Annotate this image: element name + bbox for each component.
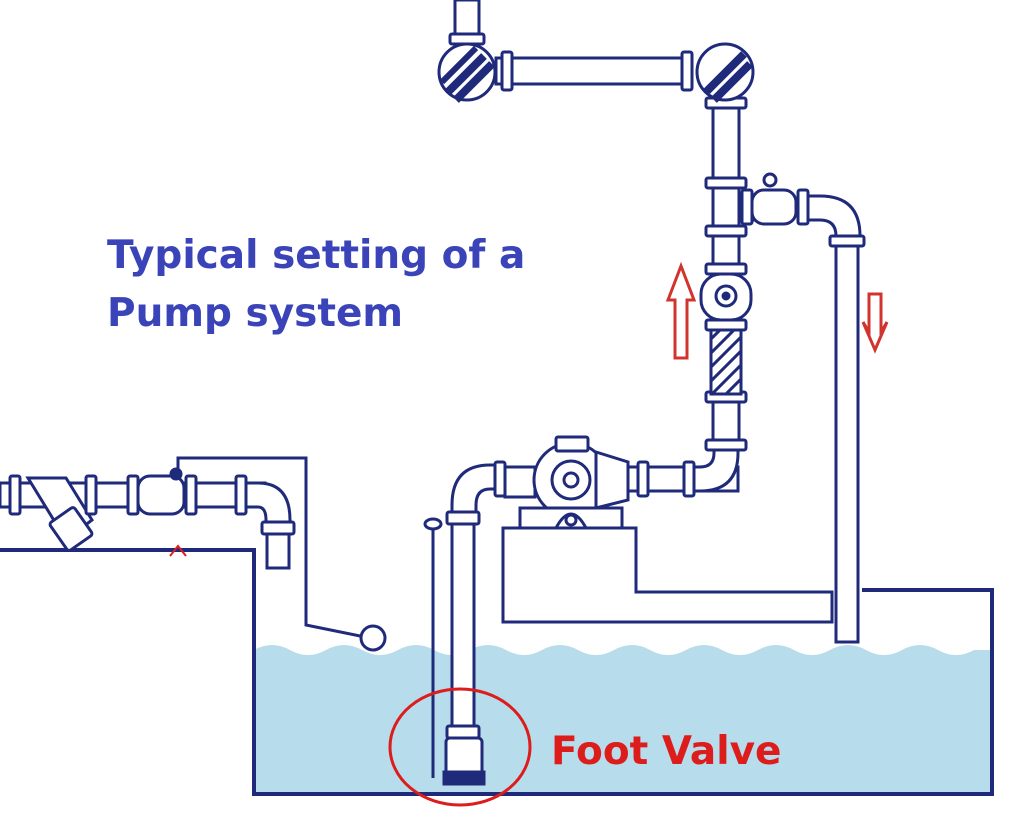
return-line [737,172,866,644]
top-pipeline [437,0,755,103]
suction-line [423,460,507,786]
diagram-title-line-1: Typical setting of a [107,233,525,278]
float-switch [359,624,387,652]
flow-up-arrow [665,261,697,360]
float-switch-line [176,456,371,640]
centrifugal-pump [503,435,740,530]
water-body [254,645,992,794]
diagram-title-line-2: Pump system [107,291,403,336]
pump-plinth [501,526,834,624]
inlet-pipeline [0,456,387,652]
flow-down-arrow [861,292,889,354]
water-tank [0,548,994,796]
foot-valve [444,736,484,778]
bypass-valve [750,188,798,226]
flexible-hose [709,328,743,396]
tank-wall [0,548,994,796]
inlet-valve [136,474,186,516]
foot-valve-callout-ring [388,687,532,807]
discharge-riser [692,96,753,493]
foot-valve-label: Foot Valve [551,729,781,774]
